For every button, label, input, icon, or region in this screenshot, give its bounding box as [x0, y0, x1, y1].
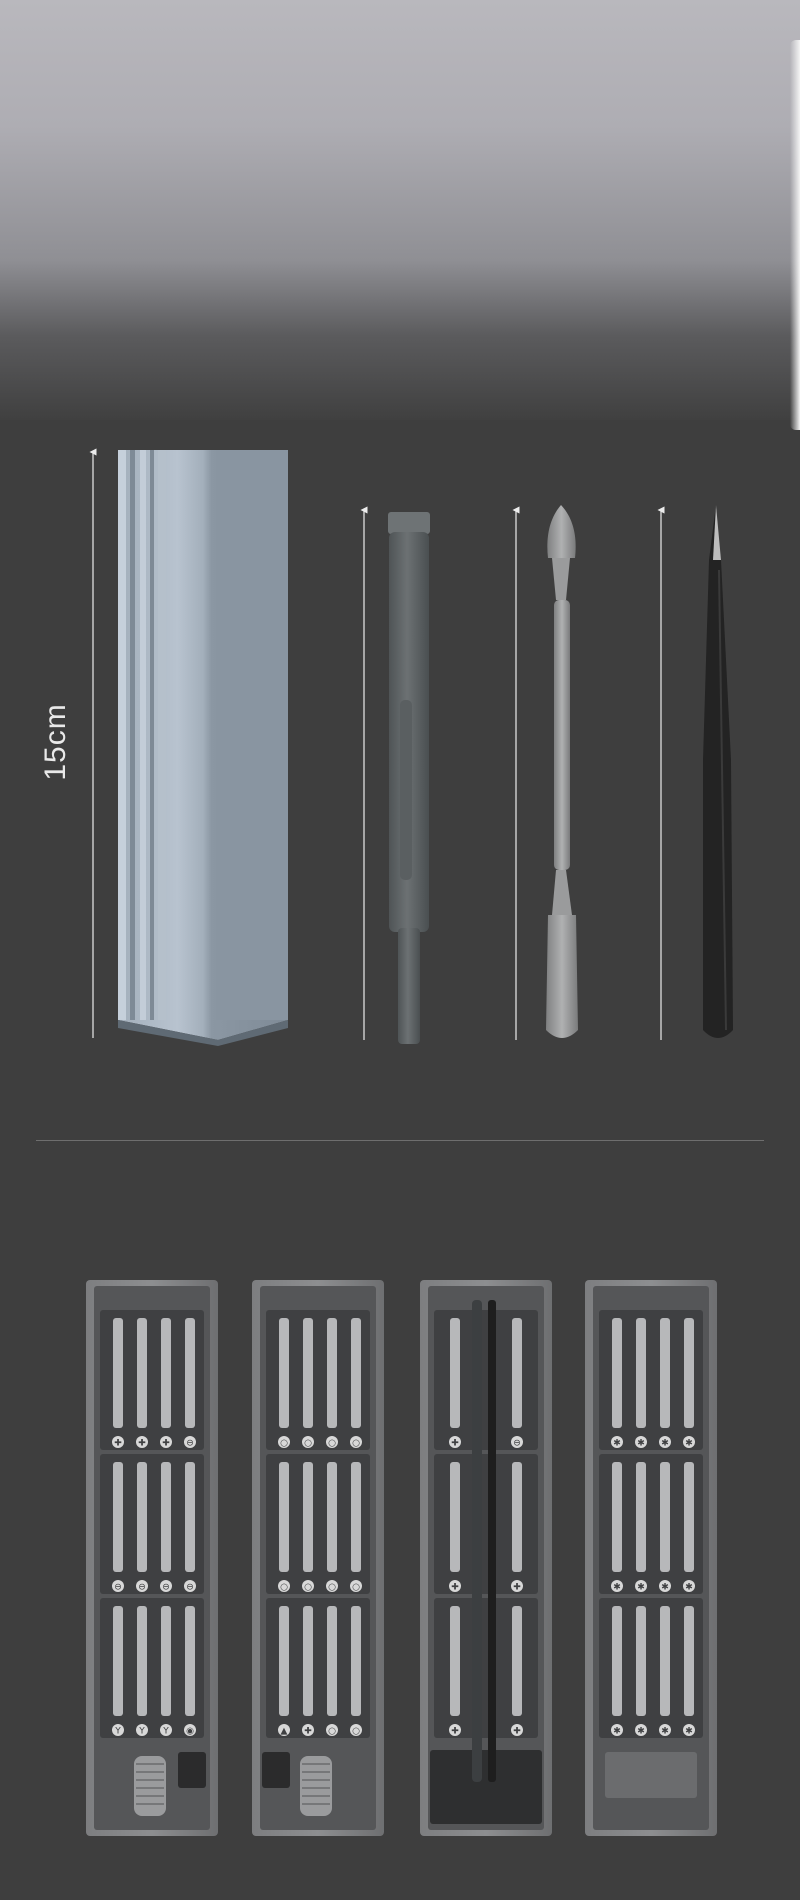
bit	[684, 1606, 694, 1716]
bit-glyph: ✚	[451, 1583, 459, 1593]
bit-case-second: ○ ○ ○ ○ ○ ○ ○ ○ ▲ ✚ ○ ○	[252, 1280, 384, 1836]
bit-glyph: Y	[114, 1727, 121, 1737]
bit	[185, 1462, 195, 1572]
bit-case-left: ✚ ✚ ✚ ⊖ ⊖ ⊖ ⊖ ⊖ Y Y Y ◉	[86, 1280, 218, 1836]
bit	[351, 1462, 361, 1572]
bit-glyph: ○	[352, 1727, 360, 1737]
bit	[113, 1318, 123, 1428]
bit	[636, 1606, 646, 1716]
bit-glyph: ✚	[451, 1439, 459, 1449]
bit-glyph: ⊖	[114, 1583, 122, 1593]
bit	[512, 1606, 522, 1716]
bit-glyph: ✚	[162, 1439, 170, 1449]
bit	[351, 1318, 361, 1428]
bit-glyph: ○	[304, 1583, 312, 1593]
bit	[612, 1318, 622, 1428]
bit-glyph: ✱	[661, 1583, 669, 1593]
bit-glyph: ✱	[613, 1583, 621, 1593]
bit-glyph: ✱	[661, 1727, 669, 1737]
tweezers	[703, 505, 733, 1038]
bit	[684, 1318, 694, 1428]
bit	[279, 1462, 289, 1572]
bit-glyph: ○	[352, 1583, 360, 1593]
bit	[113, 1462, 123, 1572]
bit	[137, 1606, 147, 1716]
bit-glyph: ○	[280, 1439, 288, 1449]
bit-glyph: ✱	[613, 1727, 621, 1737]
spudger-tool	[546, 505, 578, 1038]
bit-glyph: ⊖	[186, 1583, 194, 1593]
bit	[660, 1606, 670, 1716]
bit	[612, 1462, 622, 1572]
bit-glyph: ◉	[186, 1727, 194, 1737]
bit	[137, 1462, 147, 1572]
bit-glyph: ✱	[661, 1439, 669, 1449]
bit-glyph: Y	[138, 1727, 145, 1737]
bit-glyph: ○	[328, 1583, 336, 1593]
bit	[512, 1462, 522, 1572]
bit	[185, 1318, 195, 1428]
bit	[660, 1318, 670, 1428]
bit-glyph: ✚	[138, 1439, 146, 1449]
bit-glyph: ▲	[281, 1727, 288, 1737]
bit	[161, 1462, 171, 1572]
bit	[279, 1606, 289, 1716]
bit	[512, 1318, 522, 1428]
bit	[660, 1462, 670, 1572]
storage-case	[118, 450, 288, 1046]
bit-glyph: ○	[352, 1439, 360, 1449]
bit	[303, 1318, 313, 1428]
bit	[327, 1462, 337, 1572]
bit	[303, 1606, 313, 1716]
bit	[161, 1318, 171, 1428]
bit	[636, 1462, 646, 1572]
bit	[636, 1318, 646, 1428]
bit	[161, 1606, 171, 1716]
bit-glyph: ✚	[513, 1727, 521, 1737]
bit	[137, 1318, 147, 1428]
bit	[351, 1606, 361, 1716]
bit-glyph: ✱	[637, 1583, 645, 1593]
bit-glyph: ✚	[451, 1727, 459, 1737]
measurement-arrows	[89, 448, 665, 1040]
top-gradient-band	[0, 0, 800, 430]
bit-glyph: ✱	[637, 1727, 645, 1737]
section-divider	[36, 1140, 764, 1141]
bit	[327, 1318, 337, 1428]
bit-glyph: ⊖	[186, 1439, 194, 1449]
bit-case-third: ✚ ⊖ ✚ ✚ ✚ ✚	[420, 1280, 552, 1836]
bit	[450, 1318, 460, 1428]
bit-glyph: ○	[280, 1583, 288, 1593]
bit	[450, 1606, 460, 1716]
bit-glyph: ○	[328, 1727, 336, 1737]
bit-glyph: ⊖	[162, 1583, 170, 1593]
bit-glyph: ✚	[304, 1727, 312, 1737]
bit-glyph: ✱	[685, 1727, 693, 1737]
bit-glyph: ✱	[613, 1439, 621, 1449]
bit-glyph: ⊖	[513, 1439, 521, 1449]
bit	[279, 1318, 289, 1428]
tweezers-in-case	[488, 1300, 496, 1782]
bit-glyph: ✚	[114, 1439, 122, 1449]
bit	[612, 1606, 622, 1716]
bit	[303, 1462, 313, 1572]
bit	[684, 1462, 694, 1572]
bit-glyph: ○	[328, 1439, 336, 1449]
bit	[327, 1606, 337, 1716]
bit-glyph: Y	[162, 1727, 169, 1737]
handle-in-case	[472, 1300, 482, 1782]
bit	[113, 1606, 123, 1716]
bit-case-right: ✱ ✱ ✱ ✱ ✱ ✱ ✱ ✱ ✱ ✱ ✱ ✱	[585, 1280, 717, 1836]
bit-glyph: ✚	[513, 1583, 521, 1593]
bit	[450, 1462, 460, 1572]
screwdriver-handle	[388, 512, 430, 1044]
bit-glyph: ⊖	[138, 1583, 146, 1593]
bit-glyph: ✱	[685, 1583, 693, 1593]
bit-glyph: ✱	[685, 1439, 693, 1449]
bit	[185, 1606, 195, 1716]
bit-glyph: ✱	[637, 1439, 645, 1449]
bit-glyph: ○	[304, 1439, 312, 1449]
